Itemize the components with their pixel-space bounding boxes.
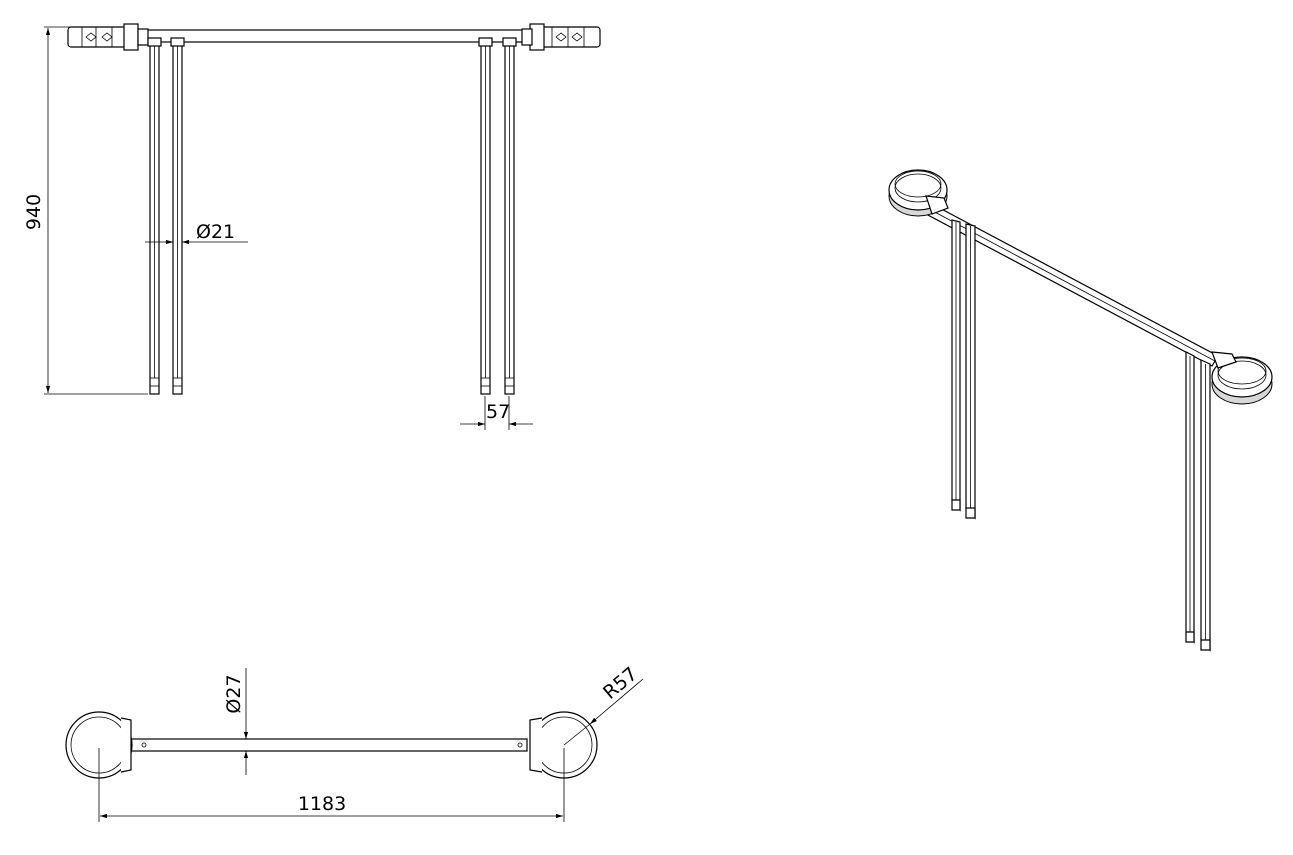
iso-left-ring (888, 169, 949, 217)
dim-height: 940 (23, 26, 148, 395)
top-view: Ø27 R57 1183 (65, 663, 644, 822)
dim-spacing-label: 57 (486, 401, 510, 423)
front-top-rail (134, 29, 536, 43)
front-right-clamp (521, 23, 601, 51)
dim-rail-diameter: Ø27 (223, 668, 249, 775)
front-view: 940 Ø21 57 (23, 23, 601, 430)
dim-tube-diameter: Ø21 (145, 221, 248, 245)
iso-right-ring (1211, 351, 1273, 405)
dim-spacing: 57 (460, 396, 533, 430)
dim-ring-radius-label: R57 (599, 663, 642, 704)
front-legs (147, 37, 517, 395)
dim-height-label: 940 (23, 194, 45, 230)
dim-tube-diameter-label: Ø21 (196, 221, 235, 243)
dim-width: 1183 (98, 748, 565, 822)
top-right-ring (529, 711, 598, 779)
isometric-view (888, 169, 1273, 652)
dim-rail-diameter-label: Ø27 (223, 674, 245, 713)
iso-left-legs (951, 219, 976, 520)
dim-width-label: 1183 (298, 793, 346, 815)
iso-right-legs (1185, 351, 1211, 652)
front-left-clamp (67, 23, 149, 51)
top-rail (130, 738, 528, 752)
top-left-ring (65, 711, 133, 779)
